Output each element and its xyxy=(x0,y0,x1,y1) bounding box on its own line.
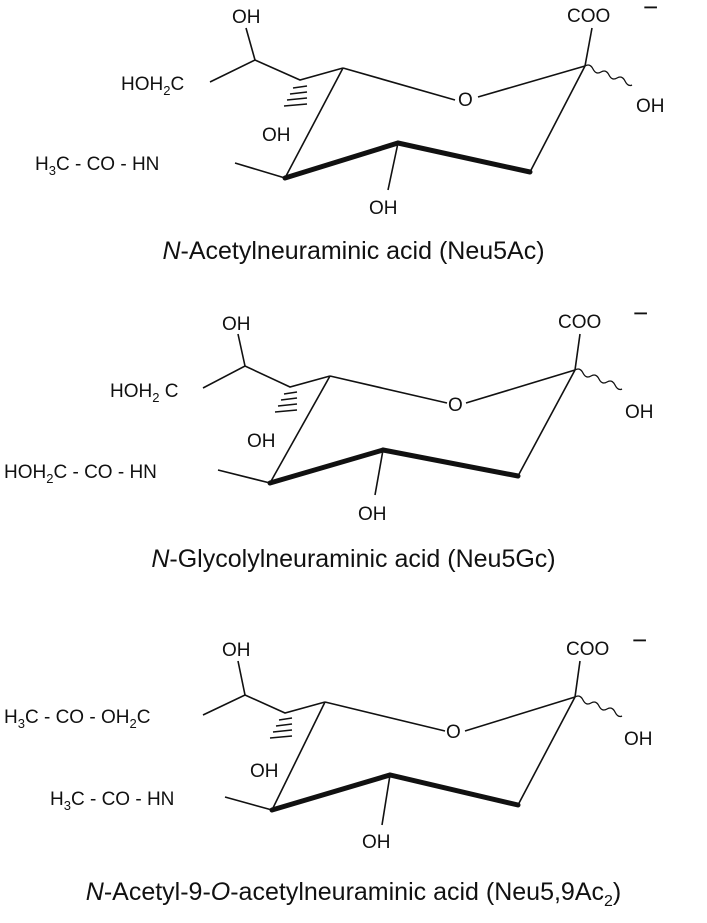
oh-label: OH xyxy=(362,832,391,853)
n-substituent-label: H3C - CO - HN xyxy=(50,789,174,813)
side-chain-bond xyxy=(209,59,344,83)
ring-bond xyxy=(517,696,576,806)
negative-charge: − xyxy=(643,0,658,22)
wavy-bond xyxy=(584,64,633,87)
hashed-wedge xyxy=(274,391,298,413)
c9-label: HOH2 C xyxy=(110,381,178,405)
ring-bond xyxy=(529,65,586,173)
negative-charge: − xyxy=(633,298,648,328)
oh-label: OH xyxy=(358,504,387,525)
oh-label: OH xyxy=(247,431,276,452)
n-substituent-label: H3C - CO - HN xyxy=(35,154,159,178)
oh-label: OH xyxy=(250,761,279,782)
c9-label: H3C - CO - OH2C xyxy=(4,707,150,731)
wavy-bond xyxy=(574,368,623,391)
c4-oh-bond xyxy=(387,142,399,191)
c9-label: HOH2C xyxy=(121,74,184,98)
c2-carboxyl-bond xyxy=(574,333,581,371)
ring-bond-bold xyxy=(269,772,521,813)
c5-n-bond xyxy=(234,162,286,179)
oh-label: OH xyxy=(636,96,665,117)
oh-label: OH xyxy=(369,198,398,219)
side-chain-bond xyxy=(202,365,331,389)
c4-oh-bond xyxy=(381,774,391,826)
ring-bond xyxy=(271,701,326,811)
caption-neu5gc: N-Glycolylneuraminic acid (Neu5Gc) xyxy=(151,545,556,573)
ring-bond-bold xyxy=(267,447,521,486)
ring-bond xyxy=(342,67,456,101)
wavy-bond xyxy=(574,695,623,718)
oh-label: OH xyxy=(222,640,251,661)
ring-bond xyxy=(269,375,331,484)
hashed-wedge xyxy=(269,717,293,739)
caption-neu5-9ac2: N-Acetyl-9-O-acetylneuraminic acid (Neu5… xyxy=(85,878,622,910)
neu5gc-structure: OH HOH2 C OH HOH2C - CO - HN OH O COO − … xyxy=(4,298,654,525)
c5-n-bond xyxy=(217,469,271,484)
ring-bond xyxy=(284,67,344,179)
ring-bond xyxy=(329,375,448,404)
n-substituent-label: HOH2C - CO - HN xyxy=(4,462,157,486)
ring-bond xyxy=(465,369,576,404)
caption-neu5ac: N-Acetylneuraminic acid (Neu5Ac) xyxy=(162,237,545,265)
ring-oxygen-label: O xyxy=(458,90,473,111)
negative-charge: − xyxy=(632,625,647,655)
hashed-wedge xyxy=(283,85,308,107)
c2-carboxyl-bond xyxy=(584,27,593,67)
neu5ac-structure: OH HOH2C OH H3C - CO - HN OH O COO − OH xyxy=(35,0,665,219)
side-chain-bond xyxy=(237,333,246,367)
ring-bond xyxy=(324,701,446,732)
carboxylate-label: COO xyxy=(566,639,609,660)
oh-label: OH xyxy=(625,402,654,423)
oh-label: OH xyxy=(624,729,653,750)
ring-bond xyxy=(517,369,576,477)
ring-oxygen-label: O xyxy=(446,722,461,743)
c5-n-bond xyxy=(224,796,273,811)
side-chain-bond xyxy=(237,660,246,696)
carboxylate-label: COO xyxy=(558,312,601,333)
ring-bond xyxy=(477,65,586,98)
neu5-9ac2-structure: OH H3C - CO - OH2C OH H3C - CO - HN OH O… xyxy=(4,625,653,853)
ring-bond-bold xyxy=(282,140,533,181)
side-chain-bond xyxy=(202,694,326,716)
oh-label: OH xyxy=(262,125,291,146)
oh-label: OH xyxy=(222,314,251,335)
c4-oh-bond xyxy=(374,449,384,496)
oh-label: OH xyxy=(232,7,261,28)
c2-carboxyl-bond xyxy=(574,660,581,698)
ring-oxygen-label: O xyxy=(448,395,463,416)
ring-bond xyxy=(464,696,576,732)
carboxylate-label: COO xyxy=(567,6,610,27)
side-chain-bond xyxy=(245,27,256,61)
